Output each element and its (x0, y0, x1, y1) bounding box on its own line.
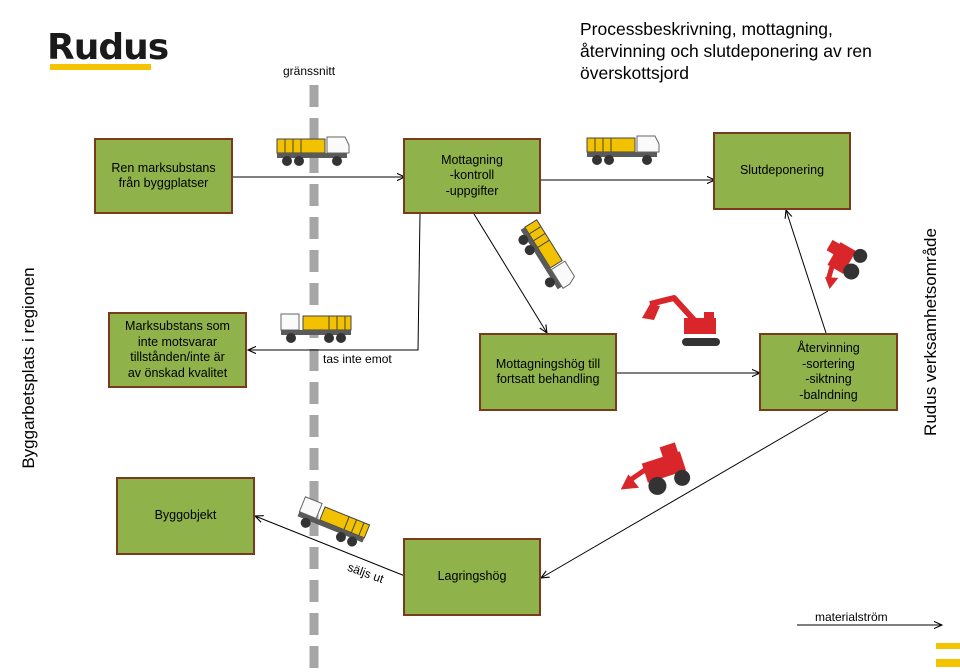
arrow-recycling-to-deposit (786, 210, 827, 334)
right-side-label: Rudus verksamhetsområde (921, 228, 940, 436)
box-construction-object: Byggobjekt (116, 477, 255, 555)
arrow-reception-to-rejected (248, 213, 421, 350)
logo-underline (50, 64, 151, 70)
box-construction-object-label: Byggobjekt (154, 508, 217, 523)
legend-label: materialström (815, 610, 888, 624)
box-final-deposit-label: Slutdeponering (739, 163, 825, 178)
title-line-2: återvinning och slutdeponering av ren (580, 41, 872, 61)
box-recycling-label: Återvinning -sortering -siktning -balndn… (797, 341, 860, 402)
wheel-loader-icon (824, 239, 868, 290)
wheel-loader-icon (620, 442, 691, 495)
title-line-3: överskottsjord (580, 63, 689, 83)
box-final-deposit: Slutdeponering (713, 132, 851, 210)
box-receiving-pile: Mottagningshög till fortsatt behandling (479, 333, 617, 411)
arrow-reception-to-pile (473, 213, 547, 333)
rudus-logo: Rudus (47, 27, 169, 68)
diagram-title: Processbeskrivning, mottagning, återvinn… (580, 18, 940, 84)
box-recycling: Återvinning -sortering -siktning -balndn… (759, 333, 898, 411)
box-source-label: Ren marksubstans från byggplatser (111, 160, 216, 191)
left-side-label: Byggarbetsplats i regionen (19, 267, 38, 469)
box-reception-label: Mottagning -kontroll -uppgifter (441, 152, 503, 198)
arrow-recycling-to-storage (541, 410, 829, 578)
dump-truck-icon (280, 313, 352, 343)
dump-truck-icon (586, 135, 660, 165)
box-storage-pile: Lagringshög (403, 538, 541, 616)
dump-truck-icon (518, 219, 576, 290)
box-source: Ren marksubstans från byggplatser (94, 138, 233, 214)
box-rejected-material: Marksubstans som inte motsvarar tillstån… (108, 312, 247, 388)
box-receiving-pile-label: Mottagningshög till fortsatt behandling (495, 356, 601, 387)
dump-truck-icon (297, 496, 371, 547)
corner-bar-top (936, 643, 960, 649)
corner-bar-bottom (936, 659, 960, 667)
rejected-label: tas inte emot (323, 352, 392, 366)
title-line-1: Processbeskrivning, mottagning, (580, 19, 833, 39)
boundary-label: gränssnitt (283, 64, 336, 78)
box-storage-pile-label: Lagringshög (437, 569, 507, 584)
box-reception: Mottagning -kontroll -uppgifter (403, 138, 541, 214)
arrow-storage-to-object (255, 516, 406, 577)
box-rejected-material-label: Marksubstans som inte motsvarar tillstån… (125, 319, 230, 380)
excavator-icon (642, 295, 720, 346)
dump-truck-icon (276, 136, 350, 166)
